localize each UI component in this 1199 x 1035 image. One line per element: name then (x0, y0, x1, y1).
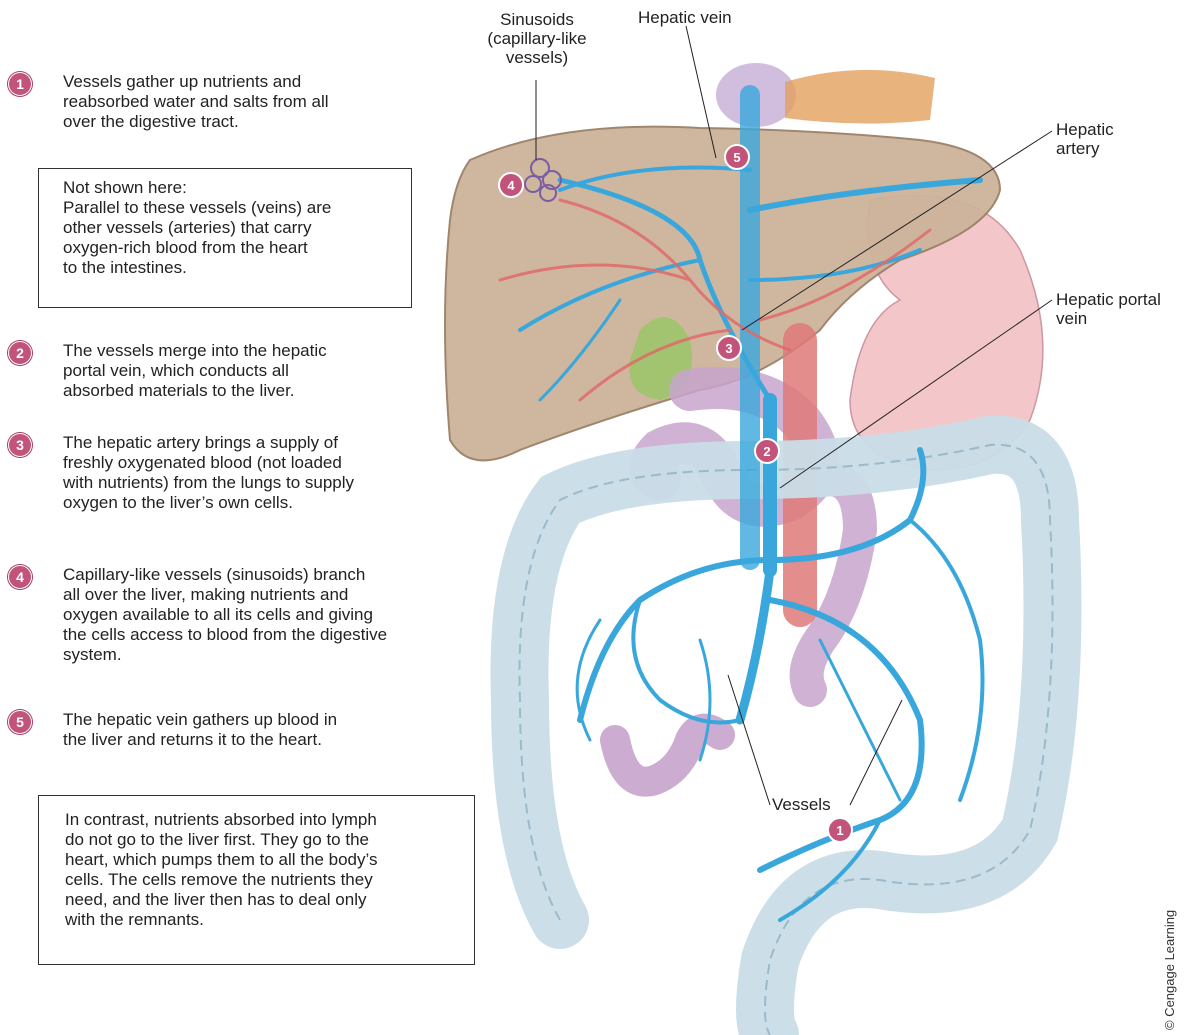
step-badge: 3 (8, 433, 32, 457)
step-5: 5 The hepatic vein gathers up blood in t… (8, 710, 478, 750)
svg-text:5: 5 (733, 150, 740, 165)
step-1: 1 Vessels gather up nutrients and reabso… (8, 72, 478, 132)
sigmoid-loop (615, 729, 720, 782)
step-badge: 1 (8, 72, 32, 96)
step-badge: 5 (8, 710, 32, 734)
label-vessels: Vessels (772, 795, 831, 814)
step-text: The vessels merge into the hepatic porta… (63, 341, 478, 401)
label-sinusoids: Sinusoids (capillary-like vessels) (472, 10, 602, 67)
step-text: The hepatic vein gathers up blood in the… (63, 710, 478, 750)
svg-text:2: 2 (763, 444, 770, 459)
label-hepatic-portal-vein: Hepatic portal vein (1056, 290, 1161, 328)
marker-4: 4 (499, 173, 523, 197)
lymph-box: In contrast, nutrients absorbed into lym… (38, 795, 475, 965)
marker-3: 3 (717, 336, 741, 360)
step-text: Capillary-like vessels (sinusoids) branc… (63, 565, 478, 665)
svg-text:3: 3 (725, 341, 732, 356)
step-3: 3 The hepatic artery brings a supply of … (8, 433, 478, 513)
label-hepatic-vein: Hepatic vein (638, 8, 732, 27)
step-2: 2 The vessels merge into the hepatic por… (8, 341, 478, 401)
copyright-credit: © Cengage Learning (1162, 910, 1177, 1030)
step-badge: 4 (8, 565, 32, 589)
step-text: Vessels gather up nutrients and reabsorb… (63, 72, 478, 132)
marker-2: 2 (755, 439, 779, 463)
label-hepatic-artery: Hepatic artery (1056, 120, 1114, 158)
step-4: 4 Capillary-like vessels (sinusoids) bra… (8, 565, 478, 665)
step-text: The hepatic artery brings a supply of fr… (63, 433, 478, 513)
note-box: Not shown here: Parallel to these vessel… (38, 168, 412, 308)
step-badge: 2 (8, 341, 32, 365)
svg-text:1: 1 (836, 823, 843, 838)
marker-1: 1 (828, 818, 852, 842)
svg-text:4: 4 (507, 178, 515, 193)
marker-5: 5 (725, 145, 749, 169)
